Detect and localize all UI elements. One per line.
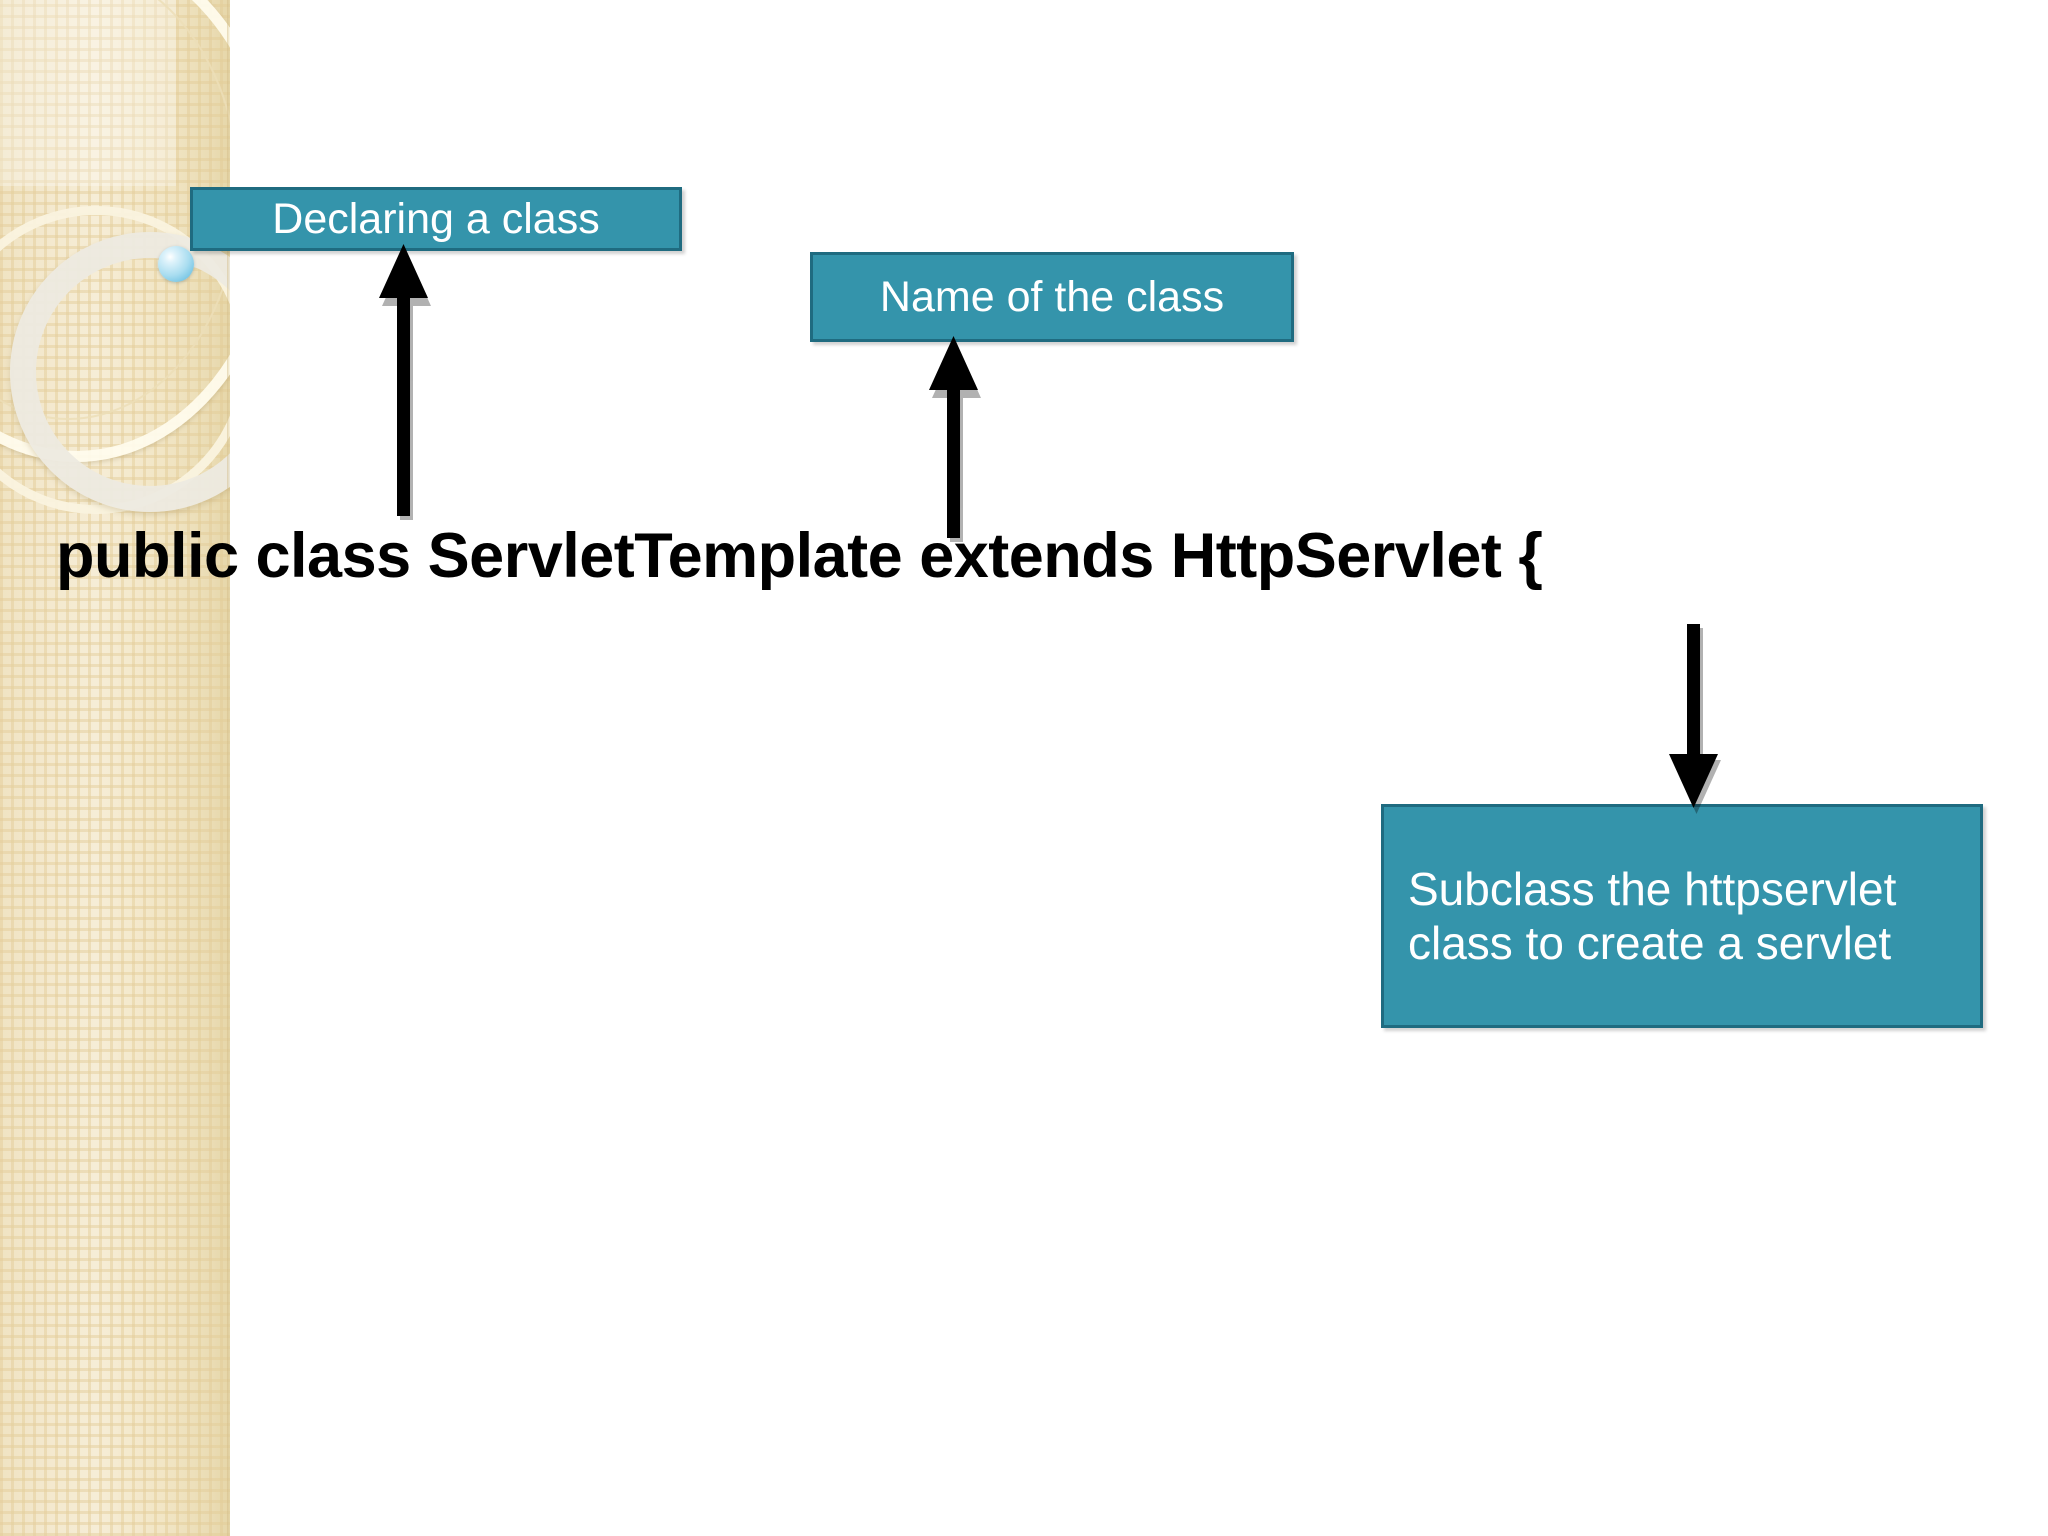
thin-ring-decoration xyxy=(0,206,230,514)
callout-declaring-a-class[interactable]: Declaring a class xyxy=(190,187,682,251)
code-line-class-declaration: public class ServletTemplate extends Htt… xyxy=(56,521,1543,591)
callout-name-of-the-class[interactable]: Name of the class xyxy=(810,252,1294,342)
callout-subclass-httpservlet-label: Subclass the httpservlet class to create… xyxy=(1408,862,1897,969)
arrow-to-subclass-icon xyxy=(1669,624,1721,814)
arrow-to-name-of-the-class-icon xyxy=(929,336,981,542)
callout-name-of-the-class-label: Name of the class xyxy=(879,272,1225,321)
blue-sphere-bullet-icon xyxy=(158,246,194,282)
sidebar-edge xyxy=(227,0,230,1536)
callout-subclass-httpservlet[interactable]: Subclass the httpservlet class to create… xyxy=(1381,804,1983,1028)
callout-declaring-a-class-label: Declaring a class xyxy=(272,194,600,243)
arrow-to-declaring-a-class-icon xyxy=(379,244,431,520)
